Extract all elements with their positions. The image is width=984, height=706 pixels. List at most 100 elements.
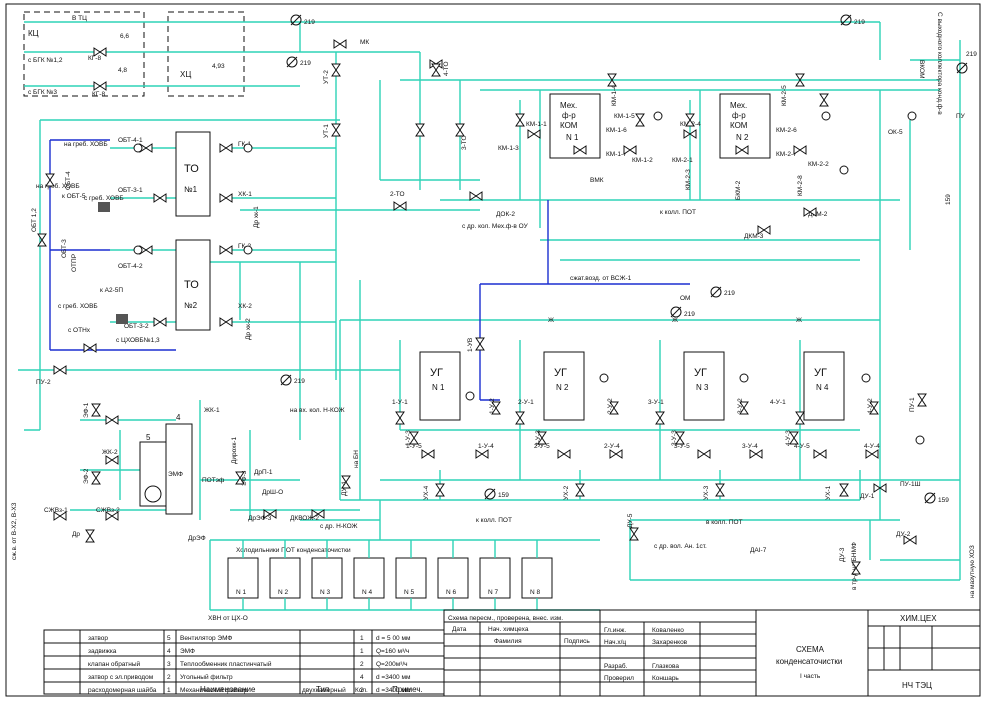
title-block: Схема пересм., проверена, внес. изм. Дат… — [443, 609, 981, 697]
ux3: УХ-3 — [703, 485, 710, 500]
valve-symbol — [431, 63, 441, 77]
flow-meter-icon — [133, 245, 143, 255]
to1-box — [175, 131, 211, 217]
spec-cell-name: Теплообменник пластинчатый — [180, 660, 272, 668]
valve-symbol — [153, 193, 167, 203]
ug3-label: УГ — [694, 367, 707, 379]
ug-filter-3 — [683, 351, 725, 421]
diameter-markers: 219 219 219 219 219 219 159 159 219 159 … — [280, 12, 977, 504]
valve-symbol — [735, 145, 749, 155]
valve-symbol — [873, 483, 887, 493]
mf2-c: КОМ — [730, 121, 748, 130]
valve-symbol — [573, 145, 587, 155]
valve-symbol — [263, 509, 277, 519]
stamp-zaharenkov: Захаренков — [652, 639, 688, 646]
to2-label: ТО — [184, 279, 199, 291]
valve-symbol — [789, 431, 799, 445]
mf1-a: Мех. — [560, 101, 577, 110]
valve-symbol — [795, 411, 805, 425]
u-bh: на БН — [353, 450, 360, 468]
km11: КМ-1-1 — [526, 121, 547, 128]
spec-cell-name: Угольный фильтр — [180, 673, 233, 681]
na-greb2: на греб. ХОВБ — [36, 182, 80, 190]
spec-cell-name: Механический фильтр — [180, 686, 248, 694]
flow-meter-icon — [465, 391, 475, 401]
bkm2: БКМ-2 — [735, 180, 742, 200]
y14: 1-У-4 — [478, 443, 494, 450]
spec-cell-pos: 5 — [167, 635, 171, 642]
valve-symbol — [515, 411, 525, 425]
du4: ДУ-4 — [341, 481, 348, 496]
hdr-note: Примеч. — [392, 685, 423, 694]
flow-meter-icon — [861, 373, 871, 383]
cooler-unit — [227, 557, 259, 599]
szh-ot: сж.в. от В-Х2, В-Х3 — [11, 502, 18, 560]
dkm2: ДКМ-2 — [808, 211, 828, 218]
mf2-b: ф-р — [732, 111, 746, 120]
ut1-valve: УТ-1 — [323, 124, 330, 138]
stamp-konshar: Коншарь — [652, 675, 679, 682]
km28: КМ-2-8 — [797, 175, 804, 196]
y42: 4-У-2 — [867, 398, 874, 414]
title-line2: конденсаточистки — [776, 657, 842, 666]
shop-name: ХИМ.ЦЕХ — [900, 614, 937, 623]
spec-cell-name: ЭМФ — [180, 648, 195, 655]
zhk1: ЖК-1 — [204, 407, 220, 414]
legend-r1: затвор — [88, 635, 108, 642]
valve-symbol — [93, 47, 107, 57]
valve-symbol — [219, 143, 233, 153]
legend: затвор задвижка клапан обратный затвор с… — [43, 629, 165, 695]
valve-symbol — [903, 535, 917, 545]
valve-symbol — [917, 393, 927, 407]
cooler-label: N 1 — [236, 589, 247, 596]
stamp-glazkova: Глазкова — [652, 663, 679, 670]
valve-symbol — [93, 81, 107, 91]
zh3-label: Ж — [796, 317, 802, 324]
spec-cell-pos: 4 — [167, 648, 171, 655]
hc-label: ХЦ — [180, 70, 191, 79]
valve-symbol — [757, 225, 771, 235]
pu1sh: ПУ-1Ш — [900, 481, 921, 488]
dok2: ДОК-2 — [496, 211, 515, 218]
valve-symbol — [105, 455, 119, 465]
coolers-label: Холодильники ПОТ конденсаточистки — [236, 547, 351, 554]
valve-symbol — [469, 191, 483, 201]
flow-meter-icon — [839, 165, 849, 175]
valve-symbol — [91, 403, 101, 417]
cooler-label: N 5 — [404, 589, 415, 596]
valve-symbol — [53, 365, 67, 375]
potef: ПОТэф — [202, 477, 225, 484]
otp12-label: ОБТ 1,2 — [31, 208, 38, 232]
heat-exchangers: ТО №1 ТО №2 ГК-1 ХК-1 ГК-2 ХК-2 ОБТ-4-1 … — [31, 131, 260, 386]
stamp-podp: Подпись — [564, 638, 590, 645]
km21: КМ-2-1 — [672, 157, 693, 164]
valve-symbol — [819, 93, 829, 107]
km22: КМ-2-2 — [808, 161, 829, 168]
ug2-label: УГ — [554, 367, 567, 379]
s-bgk3-label: с БГК №3 — [28, 89, 57, 96]
s-greb2: с греб. ХОВБ — [58, 302, 98, 310]
dpz1: Дирохк-1 — [231, 437, 238, 464]
cooler-label: N 8 — [530, 589, 541, 596]
valve-symbol — [105, 511, 119, 521]
valve-symbol — [575, 483, 585, 497]
obt4-label: ОБТ-4 — [65, 171, 72, 190]
flow-meter-icon — [653, 111, 663, 121]
zh2-label: Ж — [672, 317, 678, 324]
y21: 2-У-1 — [518, 399, 534, 406]
valve-symbol — [609, 401, 619, 415]
valve-symbol — [331, 63, 341, 77]
valve-symbol — [839, 483, 849, 497]
valve-symbol — [333, 39, 347, 49]
ug-filter-1 — [419, 351, 461, 421]
valve-symbol — [527, 129, 541, 139]
du5: ДУ-5 — [627, 513, 634, 528]
valve-symbol — [609, 449, 623, 459]
valve-symbol — [83, 343, 97, 353]
y11: 1-У-1 — [392, 399, 408, 406]
y15: 1-У-5 — [406, 443, 422, 450]
ux2: УХ-2 — [563, 485, 570, 500]
ug3-num: N 3 — [696, 383, 709, 392]
y45: 4-У-5 — [794, 443, 810, 450]
dpz2: ДрШ-О — [262, 489, 283, 496]
